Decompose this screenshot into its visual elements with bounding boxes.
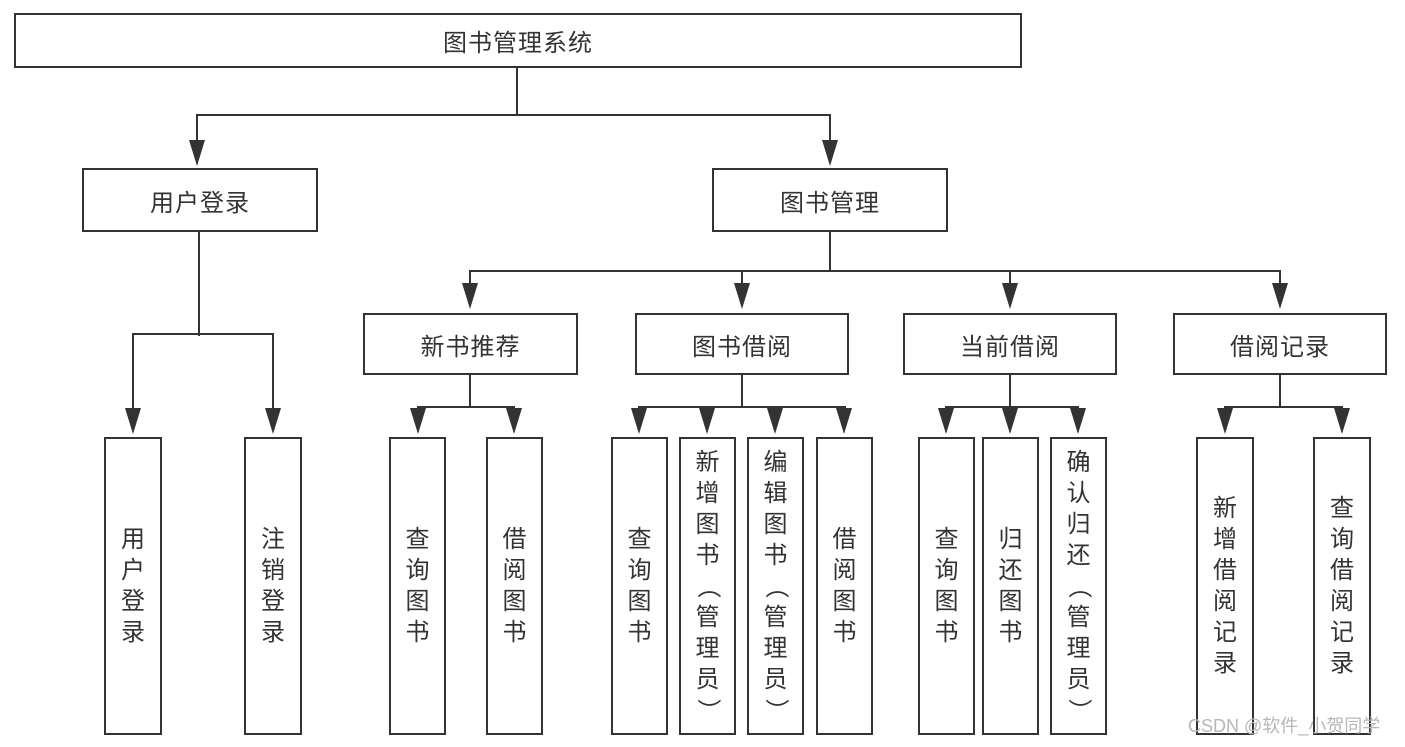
connector-horizontal (945, 406, 1079, 408)
arrow-down-icon (631, 408, 647, 434)
connector-horizontal (469, 270, 1281, 272)
connector-horizontal (196, 114, 831, 116)
leaf-record-query-record: 查询借阅记录 (1313, 437, 1371, 735)
node-user-login: 用户登录 (82, 168, 318, 232)
connector-vertical (198, 232, 200, 336)
arrow-down-icon (1217, 408, 1233, 434)
arrow-down-icon (822, 140, 838, 166)
connector-vertical (272, 333, 274, 410)
node-root-label: 图书管理系统 (443, 30, 593, 57)
arrow-down-icon (189, 140, 205, 166)
connector-horizontal (1224, 406, 1343, 408)
connector-vertical (1279, 375, 1281, 408)
arrow-down-icon (836, 408, 852, 434)
connector-vertical (1279, 270, 1281, 285)
arrow-down-icon (1002, 408, 1018, 434)
node-book-management: 图书管理 (712, 168, 948, 232)
arrow-down-icon (1070, 408, 1086, 434)
connector-vertical (469, 375, 471, 408)
node-borrow-record-label: 借阅记录 (1230, 333, 1330, 361)
node-new-book-recommend: 新书推荐 (363, 313, 578, 375)
node-current-borrow-label: 当前借阅 (960, 333, 1060, 361)
leaf-logout-login: 注销登录 (244, 437, 302, 735)
leaf-borrow-query-book: 查询图书 (611, 437, 668, 735)
connector-horizontal (132, 333, 274, 335)
arrow-down-icon (462, 283, 478, 309)
connector-vertical (1009, 270, 1011, 285)
arrow-down-icon (1002, 283, 1018, 309)
arrow-down-icon (699, 408, 715, 434)
node-user-login-label: 用户登录 (150, 189, 250, 217)
connector-vertical (741, 375, 743, 408)
leaf-user-login: 用户登录 (104, 437, 162, 735)
leaf-borrow-edit-book-label: 编辑图书（管理员） (762, 448, 789, 723)
leaf-current-return-book-label: 归还图书 (998, 526, 1023, 646)
connector-vertical (829, 114, 831, 142)
leaf-current-query-book: 查询图书 (918, 437, 975, 735)
leaf-recommend-query-book-label: 查询图书 (405, 526, 430, 646)
leaf-current-confirm-return: 确认归还（管理员） (1050, 437, 1107, 735)
leaf-borrow-query-book-label: 查询图书 (627, 526, 652, 646)
arrow-down-icon (506, 408, 522, 434)
leaf-record-add-record: 新增借阅记录 (1196, 437, 1254, 735)
connector-vertical (516, 68, 518, 116)
node-borrow-record: 借阅记录 (1173, 313, 1387, 375)
leaf-recommend-borrow-book-label: 借阅图书 (502, 526, 527, 646)
connector-vertical (741, 270, 743, 285)
connector-vertical (196, 114, 198, 142)
arrow-down-icon (265, 408, 281, 434)
arrow-down-icon (767, 408, 783, 434)
connector-horizontal (638, 406, 846, 408)
node-book-management-label: 图书管理 (780, 189, 880, 217)
arrow-down-icon (734, 283, 750, 309)
node-book-borrow-label: 图书借阅 (692, 333, 792, 361)
connector-vertical (829, 232, 831, 272)
arrow-down-icon (410, 408, 426, 434)
leaf-record-query-record-label: 查询借阅记录 (1330, 495, 1354, 677)
leaf-borrow-edit-book: 编辑图书（管理员） (747, 437, 804, 735)
connector-horizontal (417, 406, 515, 408)
leaf-logout-login-label: 注销登录 (261, 526, 285, 646)
node-book-borrow: 图书借阅 (635, 313, 849, 375)
arrow-down-icon (1272, 283, 1288, 309)
leaf-recommend-borrow-book: 借阅图书 (486, 437, 543, 735)
connector-vertical (469, 270, 471, 285)
leaf-current-query-book-label: 查询图书 (934, 526, 959, 646)
leaf-borrow-borrow-book-label: 借阅图书 (832, 526, 857, 646)
arrow-down-icon (125, 408, 141, 434)
leaf-borrow-borrow-book: 借阅图书 (816, 437, 873, 735)
node-root: 图书管理系统 (14, 13, 1022, 68)
arrow-down-icon (1334, 408, 1350, 434)
node-new-book-recommend-label: 新书推荐 (420, 333, 521, 361)
leaf-current-confirm-return-label: 确认归还（管理员） (1065, 448, 1092, 723)
node-current-borrow: 当前借阅 (903, 313, 1117, 375)
csdn-watermark: CSDN @软件_小贺同学 (1188, 716, 1381, 736)
leaf-borrow-add-book: 新增图书（管理员） (679, 437, 736, 735)
leaf-current-return-book: 归还图书 (982, 437, 1039, 735)
leaf-recommend-query-book: 查询图书 (389, 437, 446, 735)
connector-vertical (1009, 375, 1011, 408)
leaf-record-add-record-label: 新增借阅记录 (1213, 495, 1237, 677)
connector-vertical (132, 333, 134, 410)
arrow-down-icon (938, 408, 954, 434)
leaf-borrow-add-book-label: 新增图书（管理员） (694, 448, 721, 723)
leaf-user-login-label: 用户登录 (121, 526, 145, 646)
